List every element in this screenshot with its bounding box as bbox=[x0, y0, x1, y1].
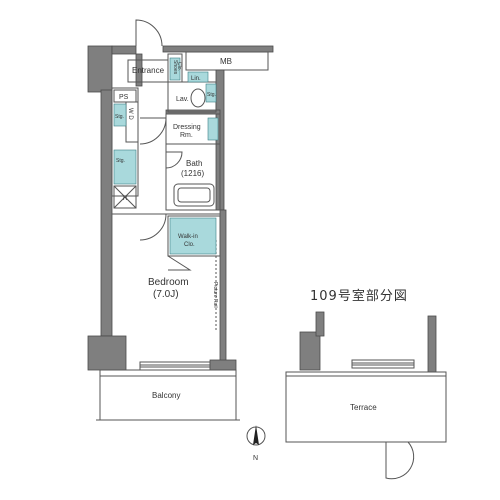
label-stg-kitchen-2: Stg. bbox=[116, 158, 125, 164]
wall-right bbox=[219, 209, 227, 369]
bath-tub-inner bbox=[177, 187, 211, 203]
bath-room bbox=[165, 143, 221, 211]
wall-inner-kitchen bbox=[135, 53, 143, 87]
label-dressing-2: Rm. bbox=[180, 132, 193, 139]
entrance-door-swing bbox=[135, 19, 163, 47]
dressing-door-swing bbox=[139, 117, 167, 145]
wall-left bbox=[100, 89, 113, 337]
terrace-gate-swing bbox=[385, 441, 415, 480]
label-stg-kitchen-1: Stg. bbox=[115, 114, 124, 120]
label-stg-lav: Stg. bbox=[207, 92, 216, 98]
toilet bbox=[190, 88, 206, 108]
label-dressing-1: Dressing bbox=[173, 124, 201, 131]
dressing-sink-fixture bbox=[207, 117, 219, 141]
wall-bottom-right bbox=[209, 359, 237, 371]
label-lin: Lin. bbox=[191, 76, 201, 82]
bath-door-swing bbox=[165, 151, 183, 169]
label-wd: W D bbox=[127, 108, 133, 120]
terrace-window-frame bbox=[351, 359, 415, 369]
unit-partial-plan-title: 109号室部分図 bbox=[310, 289, 408, 304]
kitchen-storage-2 bbox=[113, 149, 137, 185]
column-bottom-left bbox=[87, 335, 127, 371]
lin-storage-fixture bbox=[187, 71, 209, 83]
label-walkin-1: Walk-in bbox=[178, 234, 198, 240]
label-lav: Lav. bbox=[176, 96, 189, 103]
terrace-column-left bbox=[299, 331, 321, 371]
bedroom-door-swing bbox=[139, 213, 167, 241]
bath-tub bbox=[173, 183, 215, 207]
label-bath-1: Bath bbox=[186, 159, 202, 168]
walkin-door-swing bbox=[167, 255, 192, 271]
interior-lines bbox=[96, 19, 240, 421]
label-shoes-clo-1: Shoes bbox=[172, 60, 178, 75]
label-balcony: Balcony bbox=[152, 391, 180, 400]
label-bedroom-2: (7.0J) bbox=[153, 289, 179, 300]
wall-top-right bbox=[162, 45, 274, 53]
label-refrigerator: R bbox=[123, 196, 128, 202]
label-bath-2: (1216) bbox=[181, 169, 204, 178]
shoes-clo-fixture bbox=[169, 57, 181, 81]
terrace-area bbox=[285, 371, 447, 443]
walkin-clo-fixture bbox=[169, 217, 217, 255]
label-mb: MB bbox=[220, 57, 232, 66]
ps-box bbox=[113, 89, 137, 103]
meter-box bbox=[185, 51, 269, 71]
main-window-frame bbox=[139, 361, 211, 371]
terrace-unit bbox=[285, 311, 447, 480]
column-top-left bbox=[87, 45, 113, 93]
room-labels: Entrance MB Shoes Clo. Lin. Lav. Stg. PS… bbox=[115, 57, 377, 462]
terrace-wall-left bbox=[315, 311, 325, 337]
label-picture-rail: Picture Rail bbox=[212, 282, 218, 308]
wall-top bbox=[111, 45, 137, 55]
fridge-space bbox=[113, 185, 137, 209]
label-terrace: Terrace bbox=[350, 403, 377, 412]
label-walkin-2: Clo. bbox=[184, 242, 195, 248]
fridge-diagonal-2 bbox=[113, 185, 137, 209]
label-bedroom-1: Bedroom bbox=[148, 277, 189, 288]
walkin-closet bbox=[167, 215, 221, 257]
label-ps: PS bbox=[119, 94, 129, 101]
north-arrow-icon bbox=[246, 425, 266, 446]
lav-storage-fixture bbox=[205, 83, 217, 103]
terrace-column-right bbox=[427, 315, 437, 373]
label-shoes-clo-2: Clo. bbox=[176, 62, 182, 71]
kitchen-storage-1 bbox=[113, 103, 127, 127]
fixtures bbox=[113, 57, 219, 255]
compass-label: N bbox=[253, 455, 258, 462]
label-entrance: Entrance bbox=[132, 66, 165, 75]
